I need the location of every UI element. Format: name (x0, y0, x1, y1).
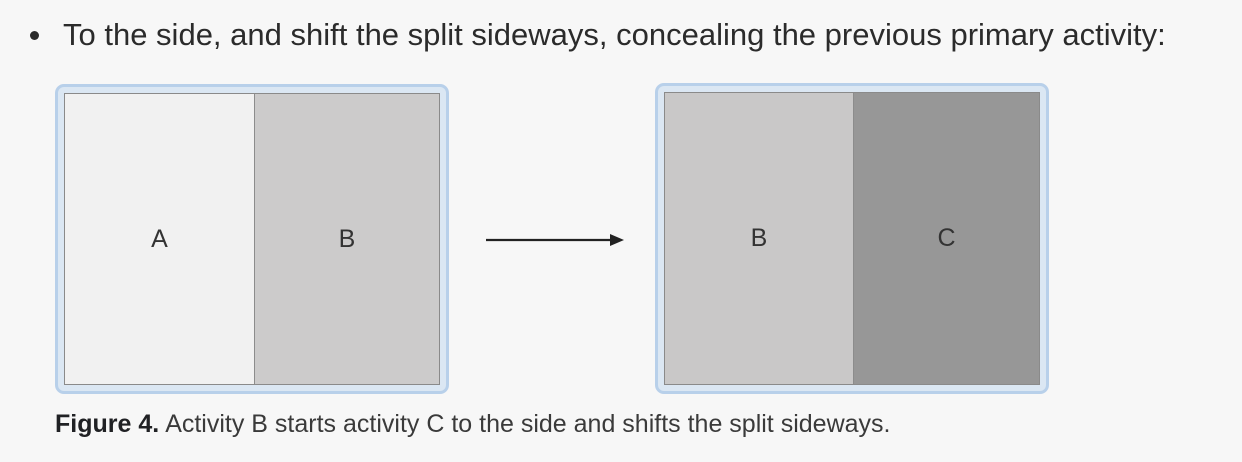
device-before: A B (55, 84, 449, 394)
bullet-text: To the side, and shift the split sideway… (63, 17, 1166, 52)
figure-caption-label: Figure 4. (55, 409, 160, 438)
pane-activity-b-before: B (255, 94, 439, 384)
bullet-dot-icon (30, 30, 39, 40)
pane-activity-c: C (854, 93, 1039, 384)
figure-caption: Figure 4. Activity B starts activity C t… (55, 402, 890, 446)
pane-activity-b-after: B (665, 93, 854, 384)
device-after-screen: B C (664, 92, 1040, 385)
device-after: B C (655, 83, 1049, 394)
pane-label-b-before: B (338, 224, 356, 253)
pane-activity-a: A (65, 94, 255, 384)
pane-label-c: C (937, 224, 956, 252)
figure-caption-text: Activity B starts activity C to the side… (165, 409, 891, 438)
pane-label-a: A (151, 224, 168, 253)
transition-arrow-icon (486, 234, 624, 246)
device-before-screen: A B (64, 93, 440, 385)
bullet-item: To the side, and shift the split sideway… (22, 10, 1166, 60)
pane-label-b-after: B (750, 224, 768, 252)
